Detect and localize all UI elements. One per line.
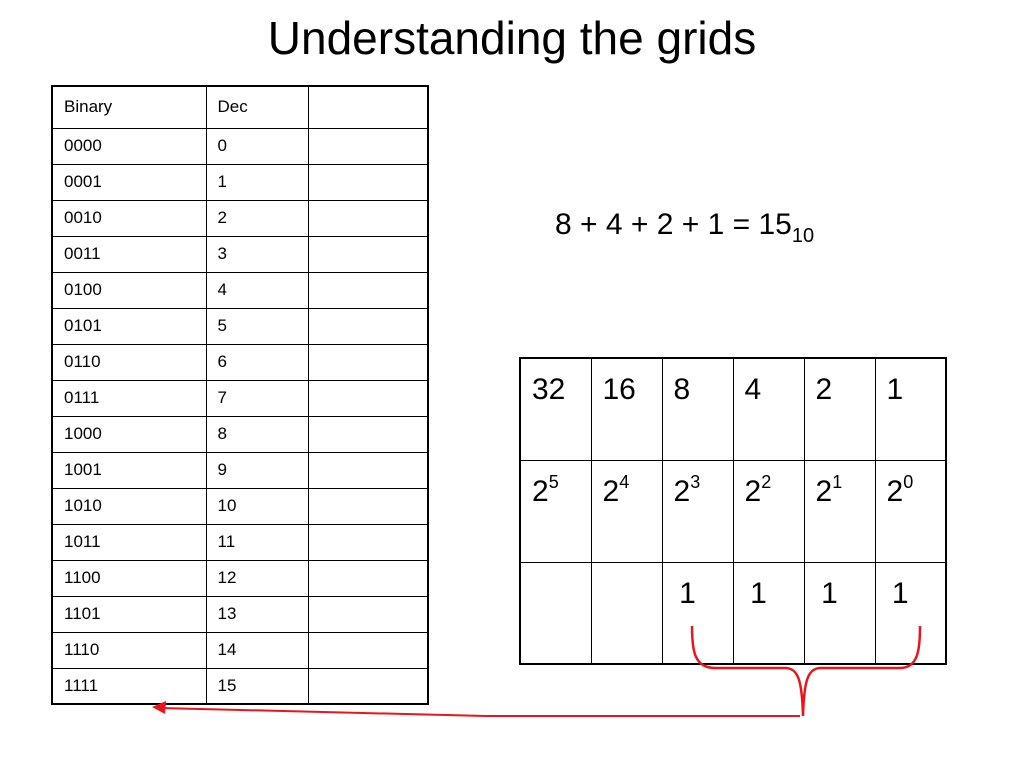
place-value-cell: 2 (803, 357, 876, 461)
binary-cell: 1010 (51, 487, 207, 525)
empty-cell (307, 235, 429, 273)
binary-cell: 1111 (51, 667, 207, 705)
decimal-cell: 15 (205, 667, 309, 705)
empty-cell (307, 559, 429, 597)
power-exponent: 0 (903, 471, 914, 492)
equation-base-subscript: 10 (791, 225, 815, 247)
decimal-cell: 1 (205, 163, 309, 201)
curly-brace-icon (690, 625, 922, 717)
place-value-cell: 1 (874, 357, 947, 461)
power-exponent: 2 (761, 471, 772, 492)
header-cell (307, 85, 429, 129)
binary-cell: 0011 (51, 235, 207, 273)
empty-cell (307, 343, 429, 381)
empty-cell (307, 199, 429, 237)
decimal-cell: 6 (205, 343, 309, 381)
empty-cell (307, 163, 429, 201)
slide-title: Understanding the grids (267, 12, 757, 64)
power-base: 2 (532, 474, 549, 508)
power-base: 2 (744, 474, 762, 508)
binary-cell: 0001 (51, 163, 207, 201)
power-base: 2 (886, 474, 904, 508)
decimal-cell: 12 (205, 559, 309, 597)
power-cell: 24 (590, 459, 663, 563)
decimal-cell: 14 (205, 631, 309, 669)
binary-cell: 1100 (51, 559, 207, 597)
power-cell: 23 (661, 459, 734, 563)
power-base: 2 (673, 474, 691, 508)
arrow-head-icon (152, 701, 166, 714)
bit-cell: 1 (732, 561, 805, 665)
binary-cell: 0100 (51, 271, 207, 309)
power-exponent: 3 (690, 471, 701, 492)
bit-cell (519, 561, 592, 665)
binary-cell: 0010 (51, 199, 207, 237)
binary-cell: 1000 (51, 415, 207, 453)
binary-cell: 1110 (51, 631, 207, 669)
sum-equation: 8 + 4 + 2 + 1 = 1510 (555, 208, 814, 246)
empty-cell (307, 415, 429, 453)
bit-cell: 1 (874, 561, 947, 665)
power-exponent: 5 (548, 471, 559, 492)
empty-cell (307, 523, 429, 561)
decimal-cell: 5 (205, 307, 309, 345)
power-exponent: 4 (619, 471, 630, 492)
power-cell: 25 (519, 459, 592, 563)
empty-cell (307, 667, 429, 705)
arrow-line (159, 707, 800, 717)
power-base: 2 (602, 474, 620, 508)
binary-cell: 0110 (51, 343, 207, 381)
decimal-cell: 13 (205, 595, 309, 633)
decimal-cell: 2 (205, 199, 309, 237)
empty-cell (307, 451, 429, 489)
power-cell: 21 (803, 459, 876, 563)
place-value-cell: 16 (590, 357, 663, 461)
binary-cell: 1001 (51, 451, 207, 489)
decimal-cell: 11 (205, 523, 309, 561)
power-exponent: 1 (832, 471, 843, 492)
empty-cell (307, 631, 429, 669)
power-cell: 22 (732, 459, 805, 563)
power-base: 2 (815, 474, 833, 508)
bit-cell: 1 (661, 561, 734, 665)
binary-cell: 0111 (51, 379, 207, 417)
place-value-cell: 32 (519, 357, 592, 461)
binary-cell: 0101 (51, 307, 207, 345)
empty-cell (307, 307, 429, 345)
equation-text: 8 + 4 + 2 + 1 = 15 (555, 208, 792, 241)
decimal-cell: 0 (205, 127, 309, 165)
